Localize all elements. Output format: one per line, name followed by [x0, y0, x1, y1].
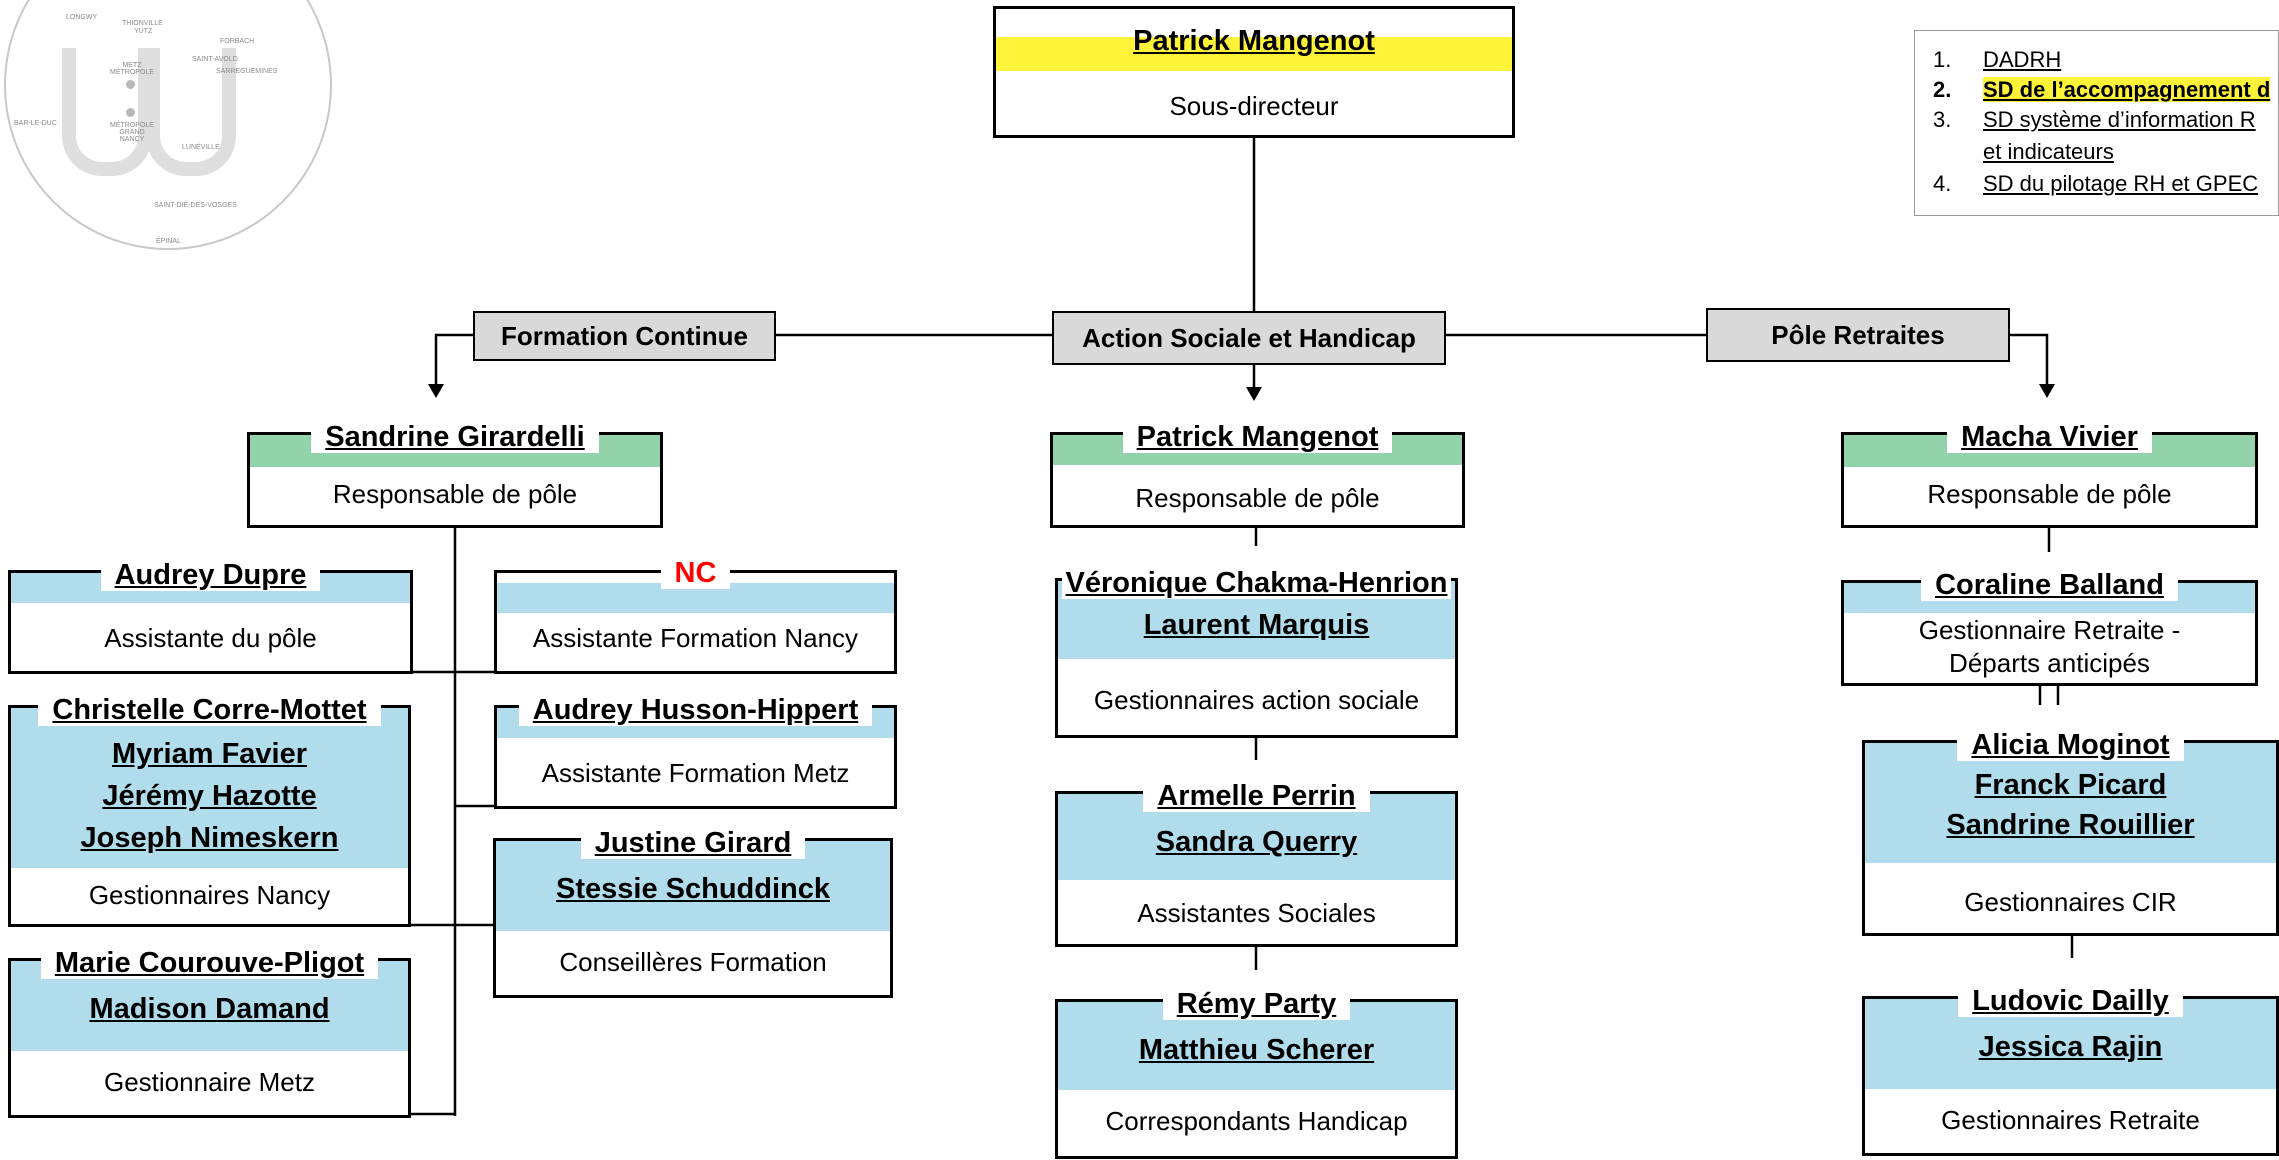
section-formation-continue: Formation Continue: [473, 311, 776, 361]
person-name: Jessica Rajin: [1978, 1031, 2163, 1063]
assistantes-sociales-box: Armelle Perrin Sandra Querry Assistantes…: [1055, 780, 1458, 947]
logo-place-label: BAR-LE-DUC: [14, 120, 57, 127]
person-name: Marie Courouve-Pligot: [11, 945, 408, 981]
legend-item[interactable]: 3.SD système d’information R: [1933, 107, 2256, 132]
person-name: Joseph Nimeskern: [80, 822, 339, 854]
person-role: Gestionnaires Nancy: [88, 880, 331, 910]
gestionnaires-action-sociale-box: Véronique Chakma-Henrion Laurent Marquis…: [1055, 567, 1458, 738]
person-name: Stessie Schuddinck: [556, 873, 830, 905]
person-role: Conseillères Formation: [559, 947, 827, 977]
person-name: Véronique Chakma-Henrion: [1058, 565, 1455, 601]
legend-item[interactable]: 4.SD du pilotage RH et GPEC: [1933, 171, 2259, 196]
name-band: [11, 708, 408, 868]
gestionnaire-metz-box: Marie Courouve-Pligot Madison Damand Ges…: [8, 947, 411, 1118]
gestionnaires-cir-box: Alicia Moginot Franck Picard Sandrine Ro…: [1862, 729, 2279, 936]
logo-place-label: YUTZ: [134, 28, 153, 35]
center-head-box: Patrick Mangenot Responsable de pôle: [1050, 421, 1465, 528]
conseilleres-formation-box: Justine Girard Stessie Schuddinck Consei…: [493, 827, 893, 998]
person-role: Assistantes Sociales: [1137, 898, 1376, 928]
person-name: Coraline Balland: [1844, 567, 2255, 603]
person-name: Sandrine Rouillier: [1946, 809, 2195, 841]
person-role: Assistante Formation Nancy: [532, 623, 859, 653]
logo-place-label: THIONVILLE: [122, 20, 163, 27]
logo-letter-shape-2: [146, 48, 236, 176]
logo-place-label: FORBACH: [220, 38, 255, 45]
director-name-band: [996, 37, 1512, 71]
logo-place-label: MÉTROPOLE GRAND NANCY: [110, 122, 154, 143]
logo-dot: [126, 80, 135, 89]
person-name: Myriam Favier: [111, 738, 308, 770]
person-role: Gestionnaire Metz: [104, 1067, 315, 1097]
person-name-nc: NC: [497, 555, 894, 591]
director-name: Patrick Mangenot: [1133, 25, 1375, 57]
person-name: Franck Picard: [1974, 769, 2167, 801]
person-name: Audrey Dupre: [11, 557, 410, 593]
assistante-pole-box: Audrey Dupre Assistante du pôle: [8, 559, 413, 674]
person-role: Départs anticipés: [1949, 648, 2150, 678]
right-head-box: Macha Vivier Responsable de pôle: [1841, 421, 2258, 528]
person-name: Macha Vivier: [1844, 419, 2255, 455]
section-action-sociale: Action Sociale et Handicap: [1052, 311, 1446, 365]
legend-item-continuation[interactable]: et indicateurs: [1983, 139, 2114, 164]
person-role: Assistante du pôle: [104, 623, 317, 653]
person-role: Gestionnaires CIR: [1964, 887, 2177, 917]
person-name: Sandra Querry: [1155, 826, 1358, 858]
assistante-formation-metz-box: Audrey Husson-Hippert Assistante Formati…: [494, 694, 897, 809]
person-name: Sandrine Girardelli: [250, 419, 660, 455]
person-role: Gestionnaires action sociale: [1093, 685, 1420, 715]
person-name: Audrey Husson-Hippert: [497, 692, 894, 728]
director-role: Sous-directeur: [1169, 91, 1339, 121]
person-name: Alicia Moginot: [1865, 727, 2276, 763]
legend-item[interactable]: 1.DADRH: [1933, 47, 2062, 72]
person-name: Patrick Mangenot: [1053, 419, 1462, 455]
logo-place-label: METZ MÉTROPOLE: [110, 62, 154, 76]
logo-place-label: LONGWY: [66, 14, 98, 21]
person-name: Armelle Perrin: [1058, 778, 1455, 814]
gestionnaires-retraite-box: Ludovic Dailly Jessica Rajin Gestionnair…: [1862, 985, 2279, 1156]
person-role: Gestionnaires Retraite: [1941, 1105, 2200, 1135]
person-name: Ludovic Dailly: [1865, 983, 2276, 1019]
person-name: Rémy Party: [1058, 986, 1455, 1022]
logo-place-label: SAINT-DIÉ-DES-VOSGES: [154, 202, 237, 209]
person-role: Responsable de pôle: [332, 479, 578, 509]
logo-place-label: SARREGUEMINES: [216, 68, 278, 75]
name-band: [1865, 743, 2276, 863]
director-box: Patrick Mangenot Sous-directeur: [993, 6, 1515, 138]
person-name: Madison Damand: [89, 993, 330, 1025]
person-name: Christelle Corre-Mottet: [11, 692, 408, 728]
legend: 1.DADRH 2.SD de l’accompagnement d 3.SD …: [1914, 30, 2279, 216]
logo-place-label: SAINT-AVOLD: [192, 56, 238, 63]
logo-place-label: LUNÉVILLE: [182, 144, 220, 151]
correspondants-handicap-box: Rémy Party Matthieu Scherer Correspondan…: [1055, 988, 1458, 1159]
left-head-box: Sandrine Girardelli Responsable de pôle: [247, 421, 663, 528]
person-name: Jérémy Hazotte: [102, 780, 317, 812]
logo-dot: [126, 108, 135, 117]
person-role: Correspondants Handicap: [1105, 1106, 1408, 1136]
person-name: Matthieu Scherer: [1138, 1034, 1375, 1066]
person-role: Responsable de pôle: [1135, 483, 1380, 513]
person-role: Responsable de pôle: [1927, 479, 2172, 509]
gestionnaire-departs-box: Coraline Balland Gestionnaire Retraite -…: [1841, 569, 2258, 686]
gestionnaires-nancy-box: Christelle Corre-Mottet Myriam Favier Jé…: [8, 694, 411, 927]
person-role: Assistante Formation Metz: [541, 758, 850, 788]
assistante-formation-nancy-box: NC Assistante Formation Nancy: [494, 557, 897, 674]
person-name: Justine Girard: [496, 825, 890, 861]
legend-item-highlighted[interactable]: 2.SD de l’accompagnement d: [1933, 77, 2271, 102]
person-name: Laurent Marquis: [1143, 609, 1370, 641]
section-pole-retraites: Pôle Retraites: [1706, 308, 2010, 362]
logo-place-label: ÉPINAL: [156, 238, 181, 245]
person-role: Gestionnaire Retraite -: [1918, 615, 2181, 645]
